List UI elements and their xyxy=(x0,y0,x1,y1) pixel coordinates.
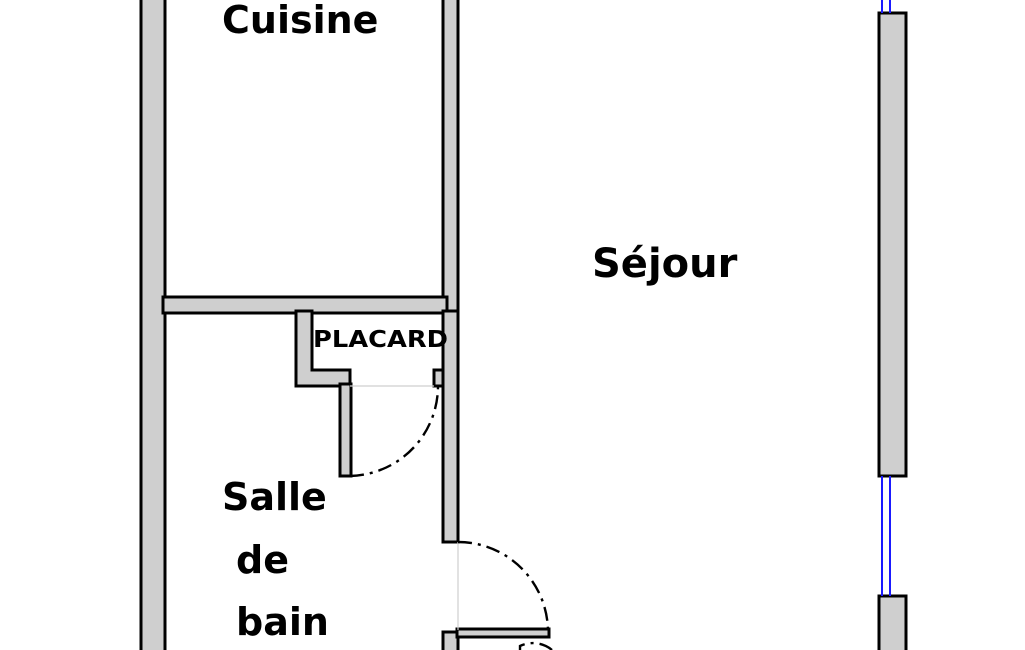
closet-door-swing xyxy=(349,385,440,478)
closet-left-wall xyxy=(294,309,352,388)
closet-pillar xyxy=(338,382,353,478)
kitchen-label: Cuisine xyxy=(222,0,378,42)
lower-door-swing xyxy=(518,641,553,650)
living-label: Séjour xyxy=(592,241,738,287)
bathroom-label-line2: de xyxy=(236,538,289,582)
bathroom-label-line3: bain xyxy=(236,600,329,644)
left-exterior-wall xyxy=(139,0,167,650)
right-wall-upper xyxy=(877,11,908,478)
bathroom-right-wall xyxy=(441,309,460,544)
bathroom-door-swing xyxy=(457,540,550,633)
kitchen-right-wall xyxy=(441,0,460,317)
bathroom-label-line1: Salle xyxy=(222,475,327,519)
bottom-partition xyxy=(455,627,551,639)
bathroom-right-wall-lower xyxy=(441,630,460,650)
closet-label: PLACARD xyxy=(313,327,448,353)
right-wall-lower xyxy=(877,594,908,650)
